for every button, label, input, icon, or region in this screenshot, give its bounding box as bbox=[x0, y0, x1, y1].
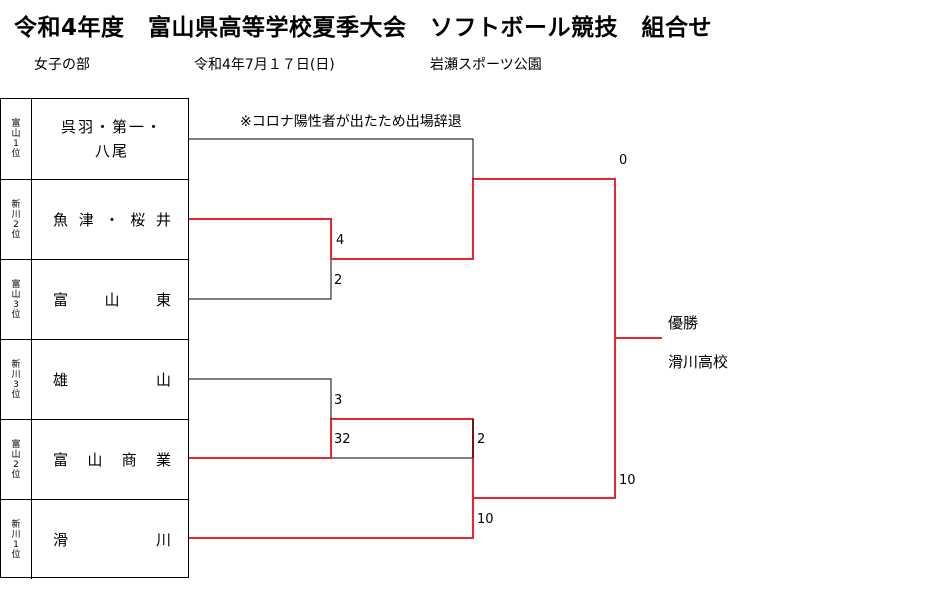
seed-label: 富 山 3 位 bbox=[1, 260, 32, 339]
seed-label: 富 山 2 位 bbox=[1, 420, 32, 499]
page-title: 令和4年度 富山県高等学校夏季大会 ソフトボール競技 組合せ bbox=[14, 15, 713, 41]
venue-name: 岩瀬スポーツ公園 bbox=[430, 57, 542, 73]
champion-label: 優勝 bbox=[668, 314, 699, 332]
match-date: 令和4年7月１７日(日) bbox=[194, 57, 335, 73]
bracket-line bbox=[189, 259, 332, 300]
seed-label: 新 川 1 位 bbox=[1, 500, 32, 579]
team-row: 富 山 1 位 呉羽・第一・八尾 bbox=[1, 99, 188, 179]
division-label: 女子の部 bbox=[34, 57, 90, 73]
score-label: 2 bbox=[477, 432, 486, 447]
team-name: 魚津・桜井 bbox=[53, 210, 171, 229]
score-label: 4 bbox=[336, 233, 345, 248]
seed-label: 新 川 2 位 bbox=[1, 180, 32, 259]
team-name: 滑川 bbox=[53, 530, 171, 549]
bracket-line bbox=[331, 457, 474, 498]
team-row: 富 山 2 位 富山商業 bbox=[1, 419, 188, 499]
seed-label: 新 川 3 位 bbox=[1, 340, 32, 419]
seed-label: 富 山 1 位 bbox=[1, 99, 32, 179]
score-label: 3 bbox=[334, 393, 343, 408]
team-name: 富山商業 bbox=[53, 450, 171, 469]
winner-line bbox=[189, 338, 616, 499]
team-name: 雄山 bbox=[53, 370, 171, 389]
team-table: 富 山 1 位 呉羽・第一・八尾 新 川 2 位 魚津・桜井 富 山 3 位 富… bbox=[0, 98, 189, 579]
score-label: 10 bbox=[477, 512, 494, 527]
bracket-line bbox=[189, 138, 474, 179]
score-label: 10 bbox=[619, 473, 636, 488]
team-row: 新 川 2 位 魚津・桜井 bbox=[1, 179, 188, 259]
withdrawal-note: ※コロナ陽性者が出たため出場辞退 bbox=[240, 114, 462, 130]
team-row: 富 山 3 位 富山東 bbox=[1, 259, 188, 339]
team-row: 新 川 1 位 滑川 bbox=[1, 499, 188, 579]
bracket-line bbox=[189, 378, 332, 419]
score-label: 32 bbox=[334, 432, 351, 447]
champion-team: 滑川高校 bbox=[668, 353, 729, 371]
bracket-line bbox=[473, 178, 616, 338]
team-row: 新 川 3 位 雄山 bbox=[1, 339, 188, 419]
team-name: 呉羽・第一・八尾 bbox=[60, 118, 163, 160]
team-name: 富山東 bbox=[53, 290, 171, 309]
winner-line bbox=[189, 337, 662, 539]
winner-line bbox=[189, 178, 616, 338]
score-label: 2 bbox=[334, 273, 343, 288]
score-label: 0 bbox=[619, 153, 628, 168]
